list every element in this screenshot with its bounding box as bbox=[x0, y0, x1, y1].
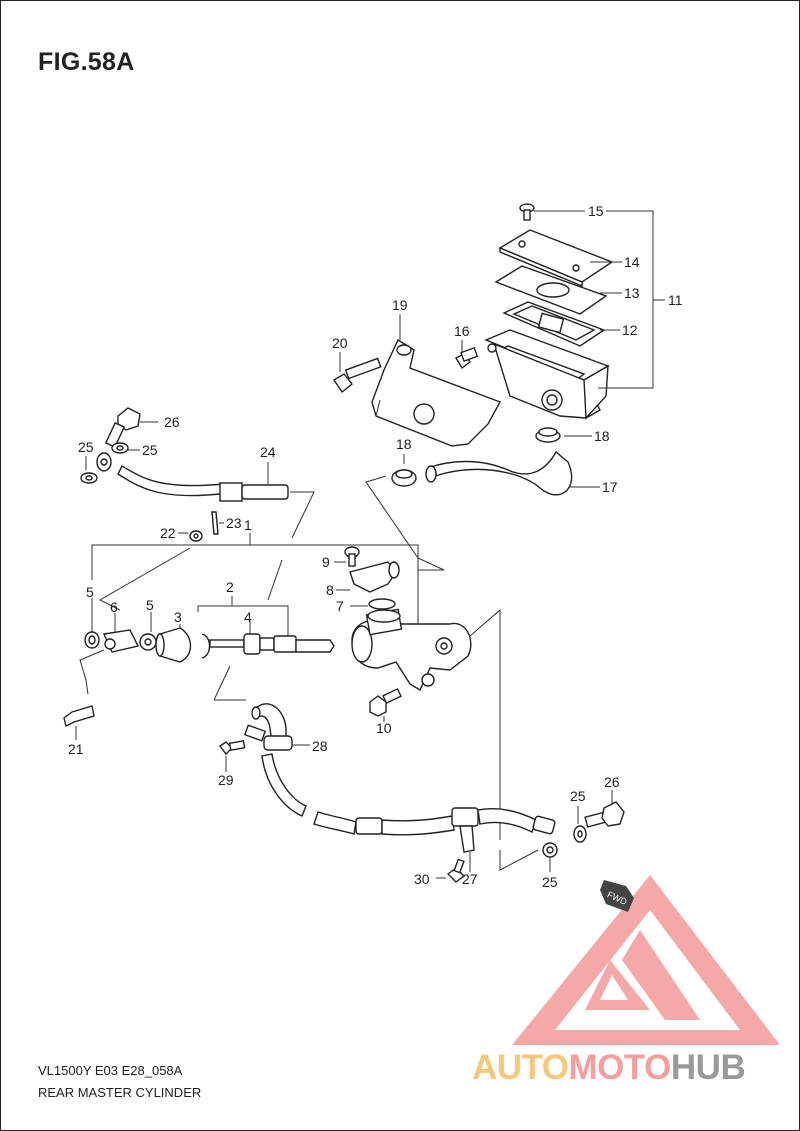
reservoir-connector bbox=[349, 561, 400, 593]
union-bolt-upper bbox=[104, 407, 141, 449]
o-ring bbox=[368, 598, 396, 610]
mounting-bolt bbox=[369, 688, 402, 717]
callout-25a: 25 bbox=[78, 439, 94, 455]
callout-25d: 25 bbox=[542, 874, 558, 890]
callout-4: 4 bbox=[244, 609, 252, 625]
cotter-pin bbox=[211, 511, 219, 535]
reservoir-hose bbox=[425, 450, 573, 496]
union-bolt-lower bbox=[584, 801, 625, 828]
clamp-screw bbox=[218, 740, 246, 756]
hose-bracket-27 bbox=[459, 825, 475, 853]
figure-title: FIG.58A bbox=[38, 48, 135, 76]
snap-ring bbox=[201, 633, 211, 659]
watermark-text: AUTOMOTOHUB bbox=[472, 1048, 746, 1088]
callout-22: 22 bbox=[160, 525, 176, 541]
callout-23: 23 bbox=[226, 515, 242, 531]
callout-20: 20 bbox=[332, 335, 348, 351]
watermark-part-auto: AUTO bbox=[472, 1048, 569, 1087]
clevis-nut-left bbox=[84, 631, 100, 649]
callout-18b: 18 bbox=[396, 436, 412, 452]
callout-15: 15 bbox=[588, 203, 604, 219]
callout-24: 24 bbox=[260, 444, 276, 460]
callout-26a: 26 bbox=[164, 414, 180, 430]
diaphragm-plate bbox=[494, 265, 608, 315]
reservoir-body bbox=[484, 329, 610, 420]
callout-12: 12 bbox=[622, 322, 638, 338]
callout-1: 1 bbox=[244, 517, 252, 533]
callout-26b: 26 bbox=[604, 774, 620, 790]
hose-clamp-lower bbox=[391, 469, 417, 487]
callout-3: 3 bbox=[174, 609, 182, 625]
watermark-part-hub: HUB bbox=[670, 1048, 746, 1087]
callout-25c: 25 bbox=[570, 788, 586, 804]
diagram-subtitle: REAR MASTER CYLINDER bbox=[38, 1085, 202, 1100]
diagram-code: VL1500Y E03 E28_058A bbox=[38, 1063, 183, 1078]
callout-19: 19 bbox=[392, 297, 408, 313]
callout-30: 30 bbox=[414, 871, 430, 887]
callout-8: 8 bbox=[326, 582, 334, 598]
reservoir-cap bbox=[498, 229, 614, 288]
callout-11: 11 bbox=[668, 292, 683, 308]
hose-clamp-upper bbox=[535, 427, 561, 443]
callout-18a: 18 bbox=[594, 428, 610, 444]
cap-screw bbox=[519, 203, 535, 221]
reservoir-bolt bbox=[455, 346, 479, 370]
washer-lower-b bbox=[542, 842, 558, 858]
dust-boot bbox=[155, 627, 192, 663]
callout-21: 21 bbox=[68, 741, 84, 757]
callout-2: 2 bbox=[226, 579, 234, 595]
callout-17: 17 bbox=[602, 479, 618, 495]
callout-5b: 5 bbox=[146, 597, 154, 613]
clevis-pin bbox=[63, 705, 95, 728]
clevis bbox=[102, 629, 140, 653]
callout-7: 7 bbox=[336, 598, 344, 614]
watermark-logo bbox=[512, 875, 780, 1045]
callout-29: 29 bbox=[218, 772, 234, 788]
fwd-arrow: FWD bbox=[600, 880, 634, 912]
diaphragm bbox=[502, 301, 606, 347]
brake-hose-upper bbox=[96, 452, 289, 502]
lock-nut bbox=[139, 633, 157, 651]
lower-brake-hose bbox=[261, 753, 556, 836]
callout-9: 9 bbox=[322, 554, 330, 570]
watermark-part-moto: MOTO bbox=[568, 1048, 672, 1087]
callout-10: 10 bbox=[376, 720, 392, 736]
hose-clamp-28 bbox=[243, 724, 293, 751]
callout-28: 28 bbox=[312, 738, 328, 754]
bracket-bolt-30 bbox=[446, 858, 466, 883]
callout-27: 27 bbox=[462, 871, 478, 887]
piston-push-rod bbox=[209, 633, 335, 655]
callout-16: 16 bbox=[454, 323, 470, 339]
callout-14: 14 bbox=[624, 254, 640, 270]
washer-upper-b bbox=[80, 472, 98, 484]
pin-washer bbox=[189, 530, 203, 542]
callout-5a: 5 bbox=[86, 584, 94, 600]
master-cylinder-body bbox=[351, 608, 472, 692]
washer-lower-a bbox=[573, 825, 587, 843]
connector-screw bbox=[344, 546, 360, 567]
callout-13: 13 bbox=[624, 285, 640, 301]
callout-6: 6 bbox=[110, 599, 118, 615]
reservoir-bracket bbox=[371, 338, 501, 447]
bracket-bolt bbox=[333, 357, 382, 394]
callout-25b: 25 bbox=[142, 442, 158, 458]
washer-upper-a bbox=[111, 442, 129, 454]
